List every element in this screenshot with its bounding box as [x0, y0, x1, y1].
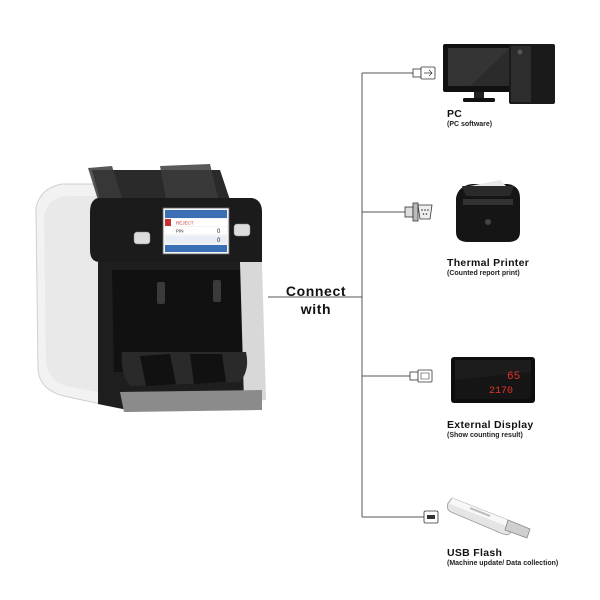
screen-text-count-1: 0 [217, 229, 221, 235]
banknote-counter-machine [35, 164, 266, 412]
printer-subtitle: (Counted report print) [447, 270, 520, 277]
usb-flash-icon [447, 497, 531, 539]
screen-text-count-2: 0 [217, 238, 221, 244]
usb-connector-icon [412, 66, 436, 80]
display-digits-top: 65 [507, 371, 520, 383]
display-caption: External Display (Show counting result) [447, 419, 534, 440]
pc-subtitle: (PC software) [447, 121, 493, 128]
display-subtitle: (Show counting result) [447, 432, 523, 439]
thermal-printer-icon [456, 180, 520, 242]
usb-title: USB Flash [447, 547, 503, 559]
usb-subtitle: (Machine update/ Data collection) [447, 560, 559, 567]
display-digits-bottom: 2170 [489, 386, 513, 397]
connect-line-1: Connect [285, 283, 347, 299]
usb-port-icon [423, 510, 439, 524]
printer-title: Thermal Printer [447, 257, 530, 269]
pc-caption: PC (PC software) [447, 108, 492, 129]
printer-caption: Thermal Printer (Counted report print) [447, 257, 529, 278]
screen-text-line-2: PIN [176, 229, 184, 234]
screen-text-line-1: REJECT [176, 221, 194, 226]
pc-icon [443, 44, 555, 104]
usb-caption: USB Flash (Machine update/ Data collecti… [447, 547, 558, 568]
serial-connector-icon [404, 202, 433, 222]
connect-with-label: Connect with [268, 282, 364, 318]
rj-connector-icon [409, 369, 433, 383]
display-title: External Display [447, 419, 534, 431]
pc-title: PC [447, 108, 463, 120]
connect-line-2: with [300, 301, 332, 317]
external-display-icon [451, 357, 535, 403]
